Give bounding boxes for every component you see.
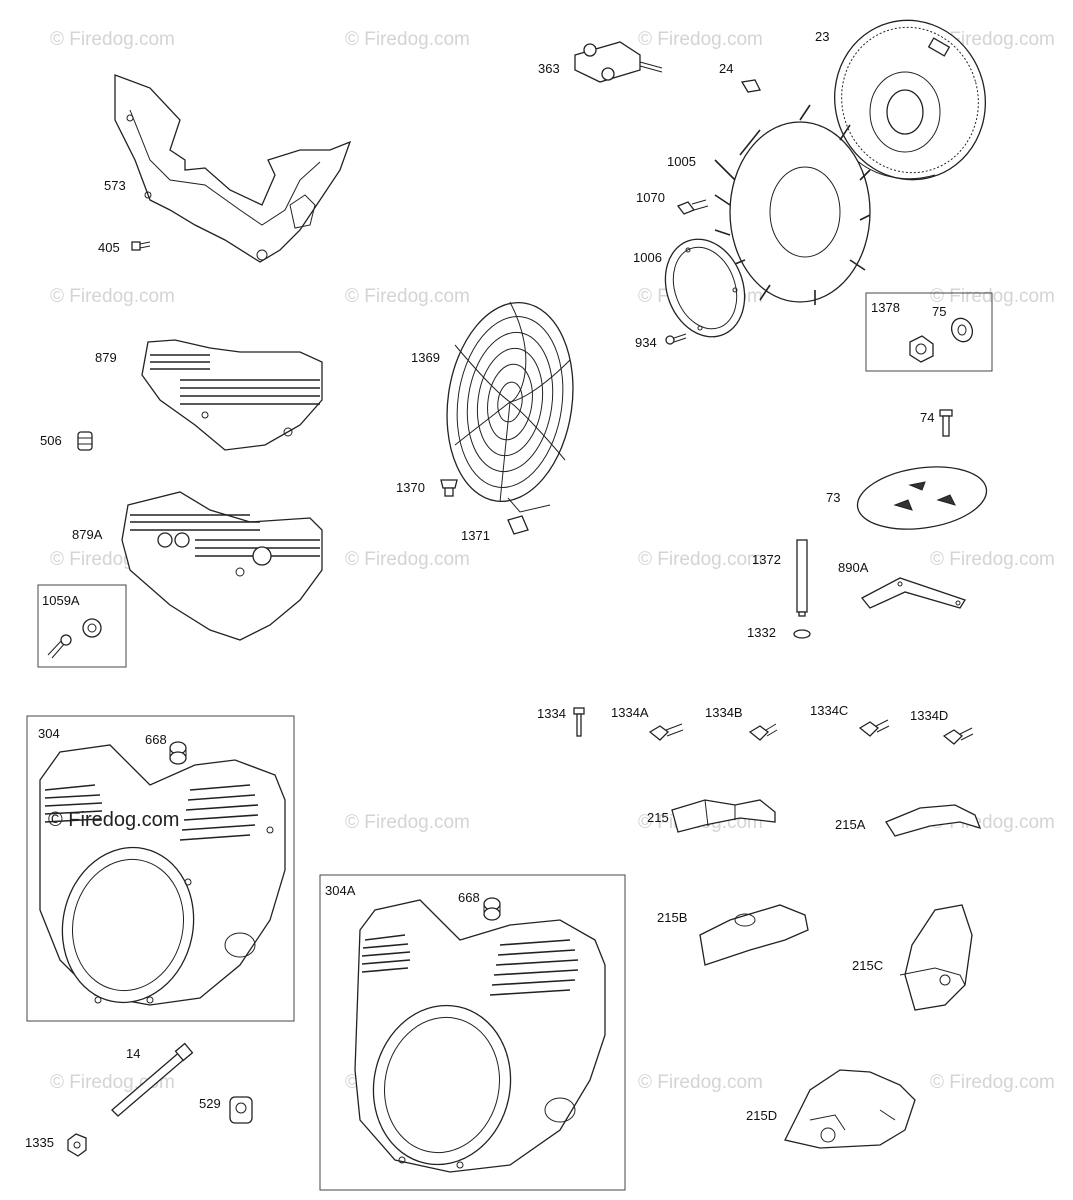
part-1334A-bolt: [648, 723, 684, 741]
callout-506: 506: [40, 433, 62, 448]
part-24-key: [740, 79, 761, 93]
part-1006-plate: [664, 238, 746, 338]
part-363-bracket: [574, 41, 663, 83]
part-1334D-bolt: [942, 727, 974, 745]
callout-1334B: 1334B: [705, 705, 743, 720]
callout-215A: 215A: [835, 817, 866, 832]
part-1370-screw: [440, 479, 458, 497]
callout-668-a: 668: [145, 732, 167, 747]
callout-890A: 890A: [838, 560, 869, 575]
callout-14: 14: [126, 1046, 140, 1061]
part-23-flywheel: [834, 19, 986, 181]
part-1070-bolt: [676, 199, 709, 215]
part-405-screw: [131, 241, 151, 251]
callout-934: 934: [635, 335, 657, 350]
callout-879A: 879A: [72, 527, 103, 542]
part-1334B-bolt: [748, 723, 778, 741]
callout-215C: 215C: [852, 958, 883, 973]
kit-box-304: [26, 715, 295, 1022]
callout-1334: 1334: [537, 706, 566, 721]
callout-529: 529: [199, 1096, 221, 1111]
kit-box-1059A: [37, 584, 127, 668]
part-879-cover: [141, 339, 323, 451]
part-1334-screw: [573, 707, 585, 737]
callout-304A: 304A: [325, 883, 356, 898]
callout-1006: 1006: [633, 250, 662, 265]
callout-1005: 1005: [667, 154, 696, 169]
callout-75: 75: [932, 304, 946, 319]
part-1005-fan: [714, 104, 871, 305]
kit-box-1378: [865, 292, 993, 372]
callout-215B: 215B: [657, 910, 687, 925]
callout-215D: 215D: [746, 1108, 777, 1123]
part-879A-cover: [121, 491, 323, 641]
callout-879: 879: [95, 350, 117, 365]
callout-668-b: 668: [458, 890, 480, 905]
watermark: © Firedog.com: [638, 1072, 763, 1093]
callout-73: 73: [826, 490, 840, 505]
kit-box-304A: [319, 874, 626, 1191]
part-14-stud: [111, 1042, 194, 1117]
callout-24: 24: [719, 61, 733, 76]
callout-1070: 1070: [636, 190, 665, 205]
part-1371-spacer: [507, 515, 529, 535]
part-215-baffle: [671, 799, 776, 833]
callout-1334C: 1334C: [810, 703, 848, 718]
part-1059A-kit: [47, 618, 102, 659]
part-573-backplate: [114, 74, 352, 263]
callout-1334A: 1334A: [611, 705, 649, 720]
part-304-blower-housing: [39, 744, 286, 1006]
callout-1334D: 1334D: [910, 708, 948, 723]
part-215B-baffle: [699, 904, 809, 966]
callout-1372: 1372: [752, 552, 781, 567]
part-215D-shield: [784, 1069, 916, 1149]
part-1334C-bolt: [858, 719, 890, 737]
part-304A-blower-housing: [354, 899, 606, 1173]
callout-405: 405: [98, 240, 120, 255]
part-1335-nut: [67, 1133, 87, 1157]
callout-1371: 1371: [461, 528, 490, 543]
callout-573: 573: [104, 178, 126, 193]
watermark: © Firedog.com: [50, 29, 175, 50]
part-506-grommet: [77, 431, 93, 451]
part-1378-nut-washer: [909, 317, 974, 363]
part-215C-shield: [899, 904, 973, 1011]
callout-215: 215: [647, 810, 669, 825]
callout-363: 363: [538, 61, 560, 76]
part-1372-pin: [796, 539, 808, 617]
callout-23: 23: [815, 29, 829, 44]
callout-1332: 1332: [747, 625, 776, 640]
callout-304: 304: [38, 726, 60, 741]
part-890A-bracket: [861, 577, 966, 609]
watermark: © Firedog.com: [638, 549, 763, 570]
part-668-grommet-a: [169, 741, 187, 765]
watermark: © Firedog.com: [345, 549, 470, 570]
watermark: © Firedog.com: [345, 286, 470, 307]
callout-1370: 1370: [396, 480, 425, 495]
watermark: © Firedog.com: [930, 1072, 1055, 1093]
watermark: © Firedog.com: [345, 29, 470, 50]
part-934-screw: [665, 333, 687, 345]
callout-1059A: 1059A: [42, 593, 80, 608]
watermark-dark: © Firedog.com: [48, 809, 179, 831]
callout-74: 74: [920, 410, 934, 425]
callout-1378: 1378: [871, 300, 900, 315]
part-215A-baffle: [885, 804, 982, 837]
watermark: © Firedog.com: [345, 812, 470, 833]
part-529-grommet: [229, 1096, 253, 1124]
callout-1369: 1369: [411, 350, 440, 365]
watermark: © Firedog.com: [930, 549, 1055, 570]
part-1369-grille: [446, 301, 574, 513]
part-73-disc: [856, 466, 988, 530]
part-668-grommet-b: [483, 897, 501, 921]
callout-1335: 1335: [25, 1135, 54, 1150]
watermark: © Firedog.com: [50, 286, 175, 307]
watermark: © Firedog.com: [638, 29, 763, 50]
part-74-screw: [939, 409, 953, 437]
part-1332-washer: [793, 629, 811, 639]
